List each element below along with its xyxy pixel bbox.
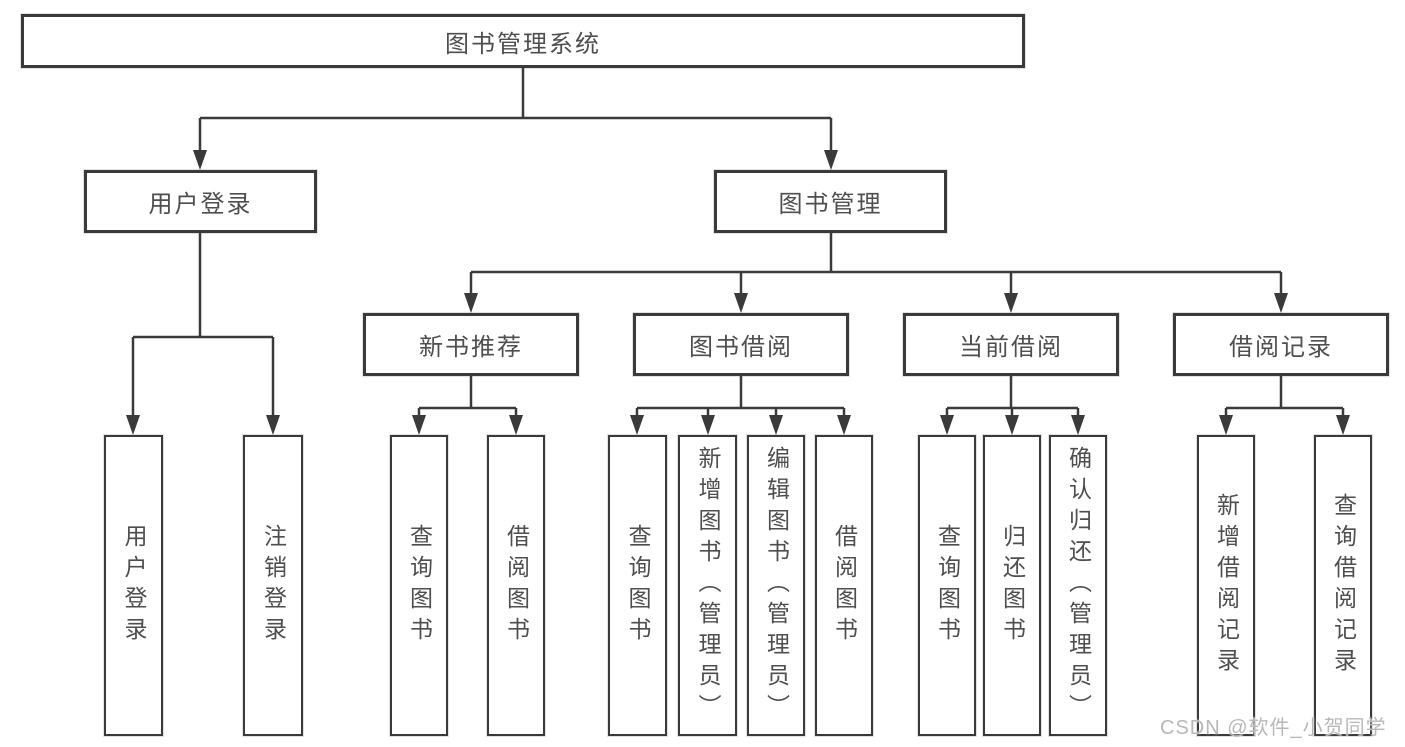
arrow-icon: [193, 150, 207, 170]
node-current-borrow: 当前借阅: [903, 313, 1119, 376]
node-new-book-recommend: 新书推荐: [363, 313, 579, 376]
leaf-query-books-borrow: 查询图书: [608, 435, 667, 736]
leaf-user-login: 用户登录: [104, 435, 163, 736]
arrow-icon: [630, 415, 644, 435]
leaf-edit-book-admin: 编辑图书（管理员）: [747, 435, 805, 736]
connector-paths: [131, 68, 1345, 419]
arrow-icon: [1071, 415, 1085, 435]
arrow-icon: [824, 150, 838, 170]
node-book-borrow: 图书借阅: [633, 313, 849, 376]
arrow-icon: [509, 415, 523, 435]
leaf-borrow-books: 借阅图书: [815, 435, 873, 736]
arrow-icon: [837, 415, 851, 435]
arrow-icon: [734, 293, 748, 313]
leaf-query-borrow-record: 查询借阅记录: [1314, 435, 1372, 736]
arrow-icon: [1336, 415, 1350, 435]
arrow-icon: [701, 415, 715, 435]
arrow-icon: [940, 415, 954, 435]
leaf-add-book-admin: 新增图书（管理员）: [678, 435, 737, 736]
arrowheads: [126, 150, 1350, 435]
leaf-borrow-books-recommend: 借阅图书: [487, 435, 545, 736]
arrow-icon: [266, 415, 280, 435]
arrow-icon: [1274, 293, 1288, 313]
node-book-management: 图书管理: [714, 170, 947, 233]
leaf-confirm-return-admin: 确认归还（管理员）: [1049, 435, 1107, 736]
arrow-icon: [769, 415, 783, 435]
leaf-add-borrow-record: 新增借阅记录: [1197, 435, 1255, 736]
watermark: CSDN @软件_小贺同学: [1160, 717, 1387, 739]
arrow-icon: [1005, 415, 1019, 435]
arrow-icon: [412, 415, 426, 435]
node-user-login: 用户登录: [84, 170, 317, 233]
arrow-icon: [464, 293, 478, 313]
arrow-icon: [1004, 293, 1018, 313]
node-borrow-records: 借阅记录: [1173, 313, 1389, 376]
leaf-logout: 注销登录: [243, 435, 303, 736]
leaf-query-books-current: 查询图书: [918, 435, 976, 736]
node-root: 图书管理系统: [21, 14, 1025, 68]
arrow-icon: [1219, 415, 1233, 435]
leaf-query-books-recommend: 查询图书: [390, 435, 448, 736]
arrow-icon: [126, 415, 140, 435]
leaf-return-book: 归还图书: [983, 435, 1041, 736]
